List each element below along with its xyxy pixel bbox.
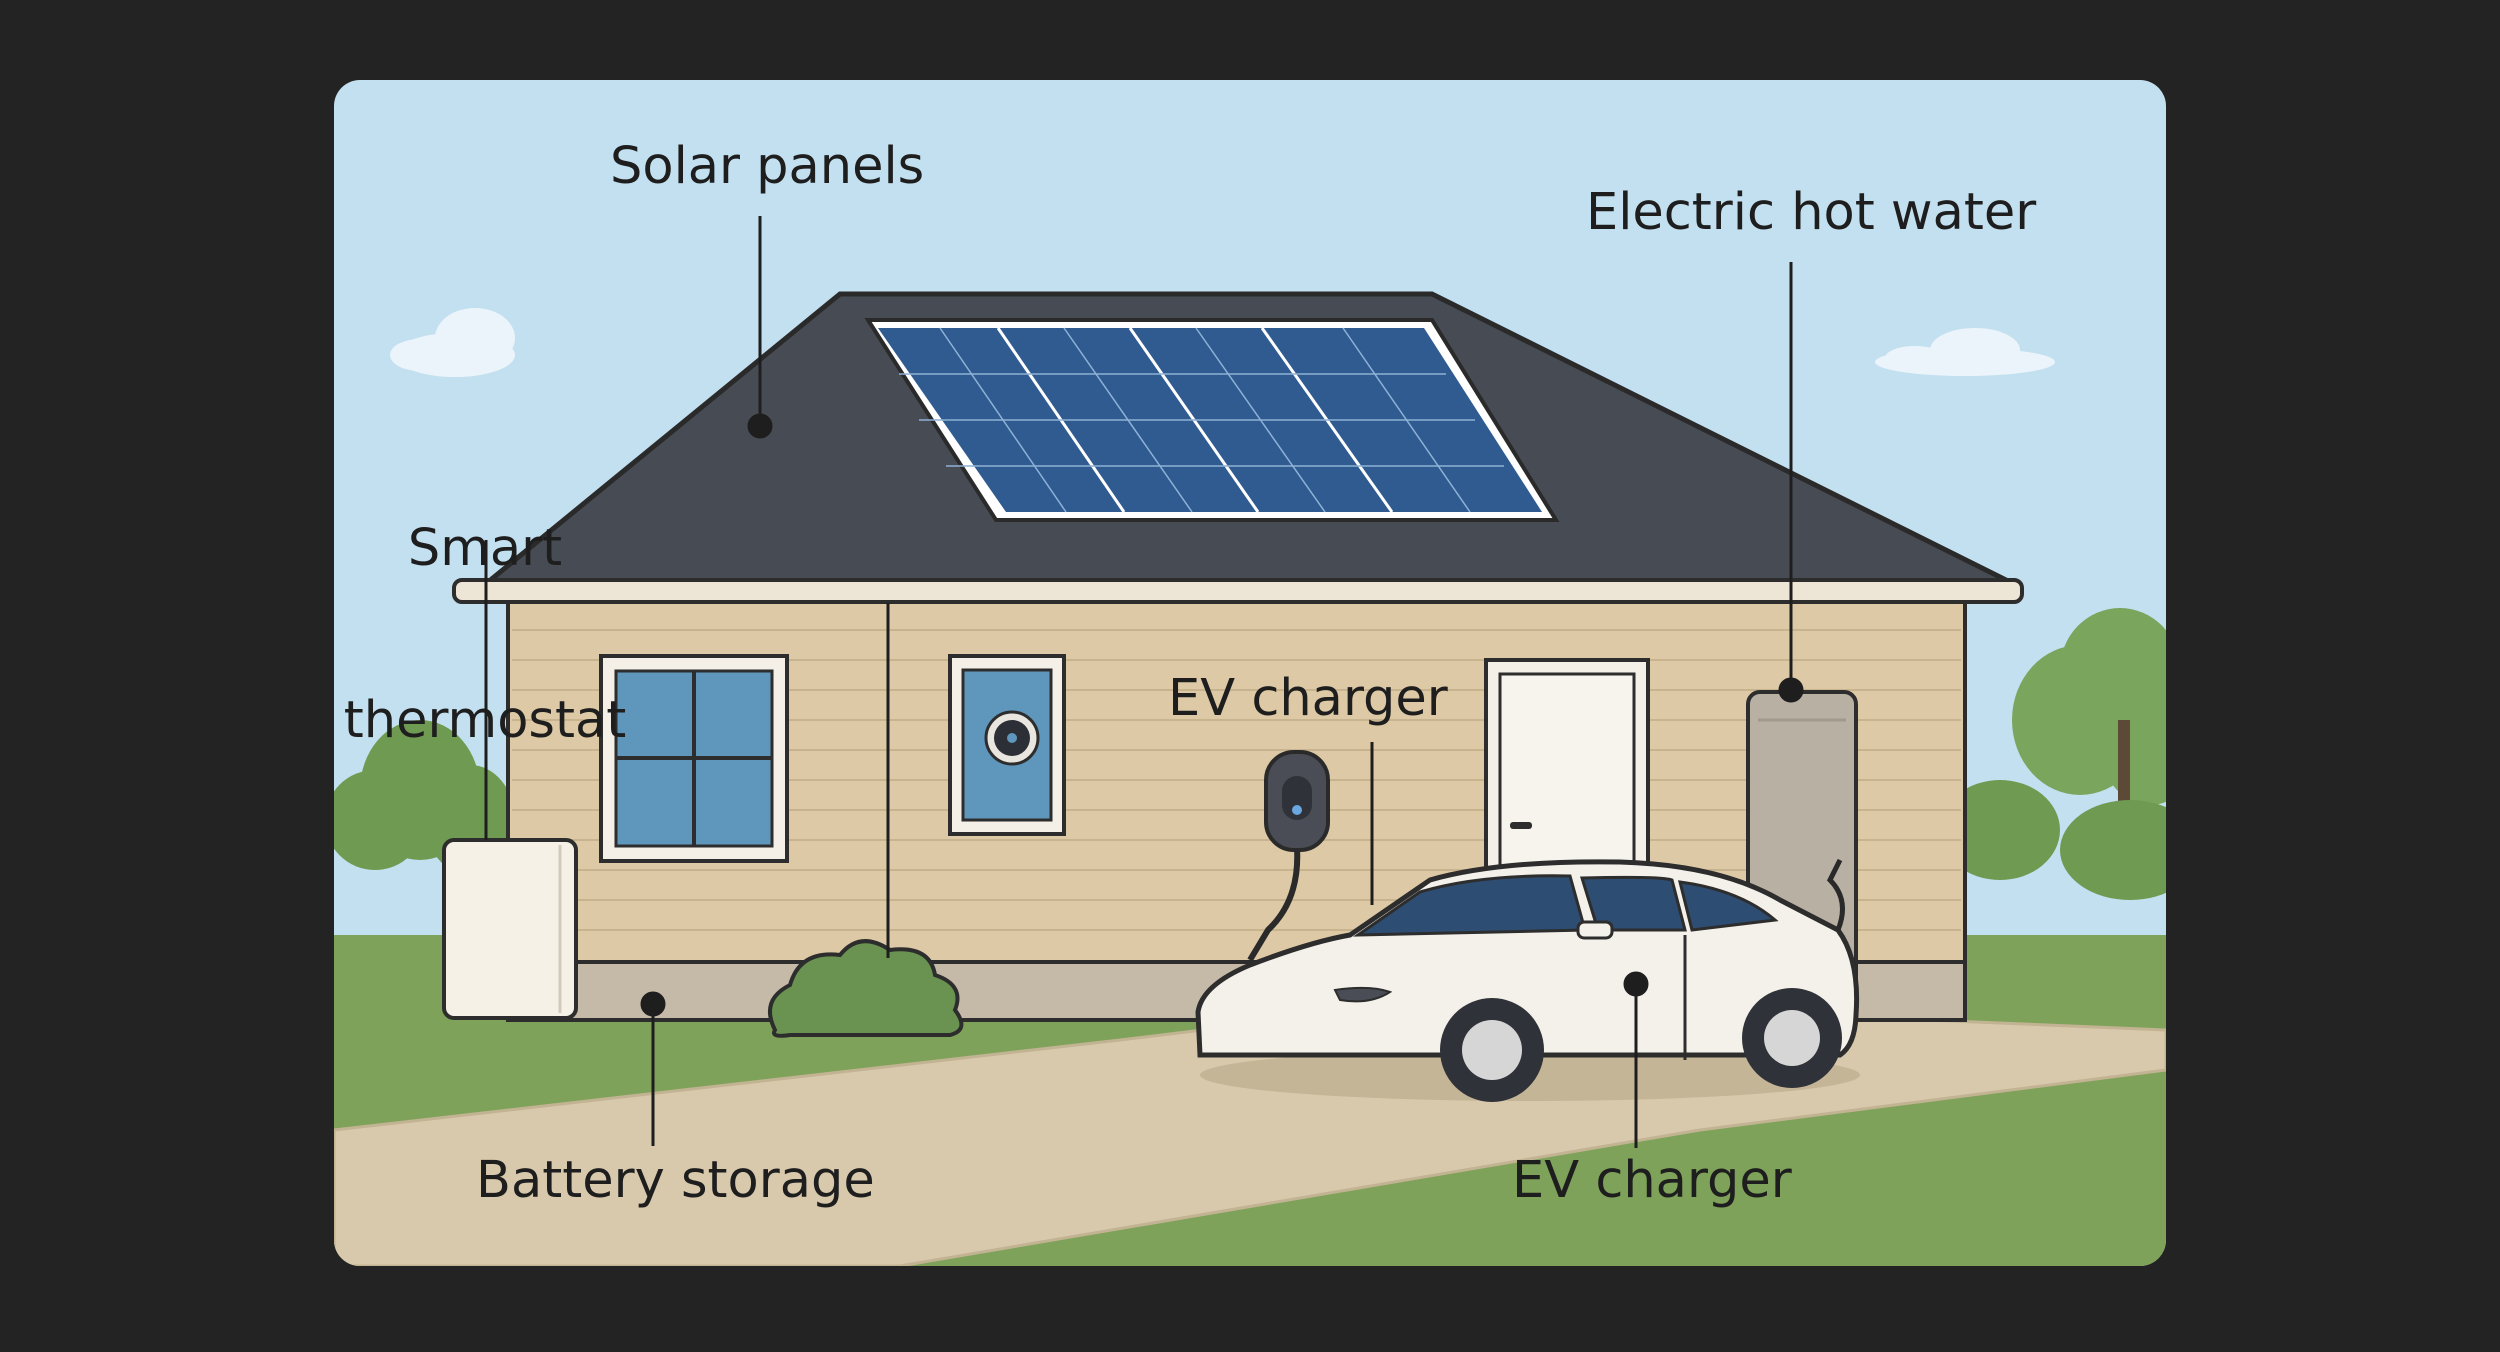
label-ev-charger-car: EV charger — [1512, 1152, 1792, 1209]
label-ev-charger-wall: EV charger — [1168, 670, 1448, 727]
battery-icon — [444, 840, 576, 1018]
label-battery-storage: Battery storage — [476, 1152, 875, 1209]
thermostat-icon — [950, 656, 1064, 834]
label-solar-panels: Solar panels — [610, 138, 924, 195]
label-smart-thermostat-line1: Smart — [340, 520, 630, 577]
label-electric-hot-water: Electric hot water — [1586, 184, 2036, 241]
label-smart-thermostat-line2: thermostat — [340, 692, 630, 749]
gutter — [454, 580, 2022, 602]
label-smart-thermostat: Smart thermostat — [340, 406, 630, 806]
